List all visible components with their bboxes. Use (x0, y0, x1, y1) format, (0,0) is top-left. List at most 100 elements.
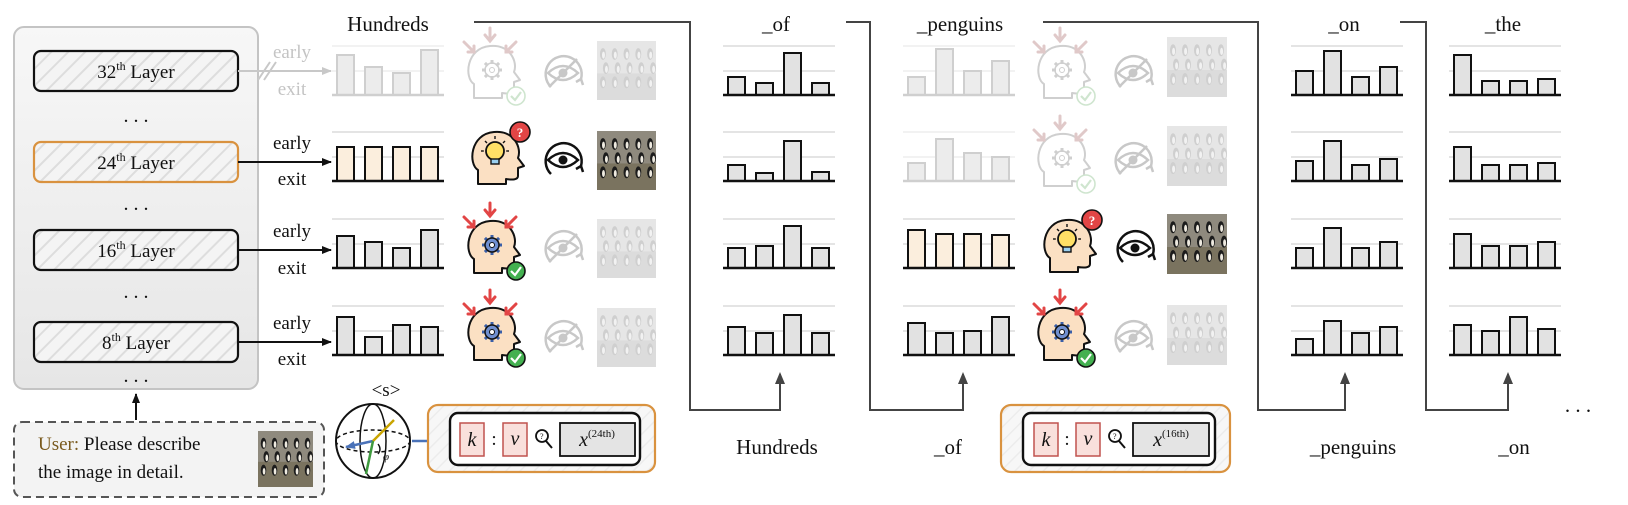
penguin-thumbnail-icon (597, 41, 656, 100)
penguin-belly (1223, 62, 1227, 70)
early-label: early (273, 221, 311, 242)
penguin-belly (628, 65, 632, 73)
bar (811, 82, 830, 96)
layer-24-ordinal: 24 (97, 153, 117, 174)
bar (727, 164, 746, 182)
chart-the-4 (1449, 305, 1561, 357)
penguin-thumbnail-icon (1167, 126, 1227, 186)
gear-hole (1059, 67, 1065, 73)
bar (1537, 328, 1556, 356)
penguin-belly (1175, 330, 1179, 338)
bar (755, 332, 774, 356)
flow-connectors (474, 21, 1513, 411)
penguin-belly (295, 467, 299, 475)
column-title-of: _of (761, 12, 790, 36)
early-label: early (273, 313, 311, 334)
penguin-belly (625, 257, 629, 266)
layer-box-8: 8th Layer (32, 320, 240, 364)
penguin-belly (284, 441, 288, 448)
penguin-belly (1211, 151, 1215, 159)
penguin-belly (637, 346, 641, 355)
bar (783, 314, 802, 356)
eye-cycle-head (1147, 252, 1157, 261)
user-prompt-box (13, 421, 325, 498)
penguin-belly (613, 229, 617, 237)
bar (1481, 80, 1500, 96)
penguin-belly (1187, 62, 1191, 70)
penguin-belly (604, 65, 608, 73)
eye-crossed-icon (544, 319, 585, 353)
exit-label: exit (278, 169, 307, 190)
penguin-belly (1208, 315, 1212, 323)
bar (811, 171, 830, 182)
penguin-belly (1187, 330, 1191, 338)
penguin-belly (1172, 47, 1176, 56)
arrow-in (462, 302, 476, 316)
bar (1295, 247, 1314, 269)
bar (811, 247, 830, 269)
layer-16-suffix: th (116, 238, 125, 252)
penguin-belly (649, 141, 653, 149)
head-gear-check-icon (1032, 288, 1096, 368)
penguin-belly (1208, 136, 1212, 144)
bar (1379, 158, 1398, 182)
penguin-belly (625, 51, 629, 59)
penguin-belly (1172, 76, 1176, 84)
eye-cycle-head (575, 77, 585, 86)
penguin-belly (1220, 165, 1224, 173)
bar (1323, 227, 1342, 269)
head-gear-check-icon (462, 26, 526, 106)
penguin-belly (1172, 165, 1176, 173)
check-badge (1076, 174, 1096, 194)
arrow-in (504, 302, 518, 316)
bulb-ray (1056, 228, 1060, 232)
svg-text:?: ? (540, 432, 544, 441)
penguin-belly (1184, 253, 1188, 261)
eye-cycle-arc (544, 319, 583, 353)
input-token-penguins: _penguins (1309, 435, 1396, 459)
penguin-belly (1199, 62, 1203, 70)
eye-outline (546, 151, 580, 169)
layer-24-word: Layer (130, 153, 175, 174)
early-exit-32-dim: early exit (238, 42, 332, 100)
eye-cycle-arc (1114, 141, 1153, 175)
bar (420, 229, 439, 269)
penguin-belly (1175, 151, 1179, 159)
penguin-belly (1211, 239, 1215, 247)
bar (1453, 324, 1472, 356)
arrow-in (504, 40, 518, 54)
penguin-belly (652, 332, 656, 340)
penguin-belly (640, 243, 644, 251)
kv-cache-box-16: k : v ? x(16th) (999, 403, 1232, 474)
early-exit-24: early exit (238, 133, 332, 190)
input-token-on: _on (1497, 435, 1530, 459)
eye-outline (1118, 239, 1152, 257)
penguin-belly (613, 141, 617, 149)
penguin-belly (637, 79, 641, 88)
layer-box-24: 24th Layer (32, 140, 240, 184)
layer-box-32: 32th Layer (32, 49, 240, 93)
kv-cache-box-24: k : v ? x(24th) (426, 403, 657, 474)
bar (420, 146, 439, 182)
bar (783, 140, 802, 182)
bar (935, 48, 954, 96)
hidden-state-sup: (16th) (1162, 428, 1189, 440)
eye-icon (1116, 229, 1157, 263)
arrow-in (1032, 128, 1046, 142)
kv-value: v (1084, 428, 1093, 450)
penguin-belly (649, 257, 653, 266)
layer-ellipsis: . . . (124, 365, 149, 387)
penguin-belly (262, 441, 266, 448)
penguin-belly (625, 346, 629, 355)
bulb-ray (484, 140, 488, 144)
penguin-belly (649, 318, 653, 326)
penguin-belly (637, 229, 641, 237)
eye-cycle-arc (1116, 229, 1155, 263)
column-title-the: _the (1484, 12, 1521, 36)
bar (907, 76, 926, 96)
bar (755, 82, 774, 96)
chart-of-4 (723, 305, 835, 357)
check-badge (506, 86, 526, 106)
chart-hundreds-8 (332, 305, 444, 357)
bar (1509, 316, 1528, 356)
